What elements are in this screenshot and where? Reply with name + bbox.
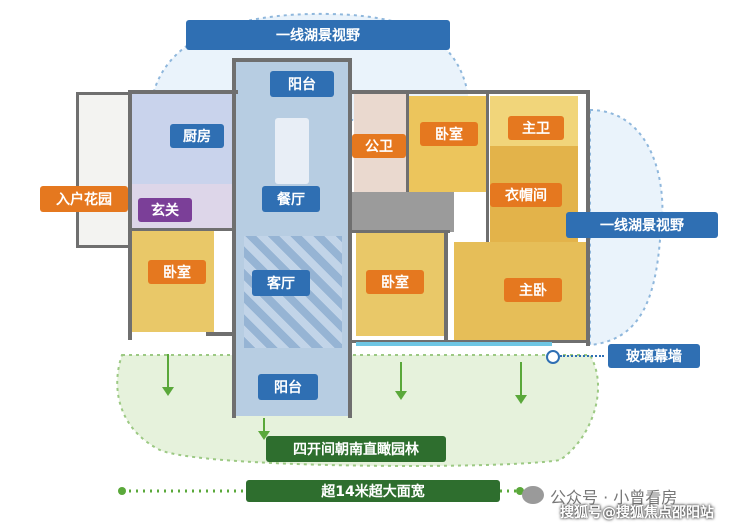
public-bath-label: 公卫 <box>352 134 406 158</box>
corridor-area <box>350 192 454 232</box>
bedroom-mid-label: 卧室 <box>366 270 424 294</box>
down-arrow-3 <box>395 362 407 400</box>
glass-callout-dot <box>546 350 560 364</box>
down-arrow-2 <box>258 418 270 440</box>
dining-table <box>275 118 309 184</box>
bedroom-left-label: 卧室 <box>148 260 206 284</box>
wardrobe-label: 衣帽间 <box>490 183 562 207</box>
living-label: 客厅 <box>252 270 310 296</box>
down-arrow-1 <box>162 354 174 396</box>
master-bath-label: 主卫 <box>508 116 564 140</box>
down-arrow-4 <box>515 362 527 404</box>
glass-curtain-wall-label: 玻璃幕墙 <box>608 344 700 368</box>
master-bedroom-label: 主卧 <box>504 278 562 302</box>
glass-curtain-wall-line <box>356 342 552 346</box>
entry-garden-area <box>76 92 136 248</box>
glass-callout-line <box>560 355 604 357</box>
garden-view-label: 四开间朝南直瞰园林 <box>266 436 446 462</box>
watermark-account: 公众号 · 小曾看房 <box>550 488 678 507</box>
wide-front-label: 超14米超大面宽 <box>246 480 500 502</box>
lake-view-right-label: 一线湖景视野 <box>566 212 718 238</box>
lake-view-top-label: 一线湖景视野 <box>186 20 450 50</box>
entry-garden-label: 入户花园 <box>40 186 128 212</box>
balcony-bottom-label: 阳台 <box>258 374 318 400</box>
bedroom-top-label: 卧室 <box>420 122 478 146</box>
watermark-sohu: 搜狐号@搜狐焦点邵阳站 <box>560 505 714 521</box>
dining-label: 餐厅 <box>262 186 320 212</box>
balcony-top-label: 阳台 <box>270 71 334 97</box>
kitchen-label: 厨房 <box>170 124 224 148</box>
foyer-label: 玄关 <box>138 198 192 222</box>
wechat-icon <box>522 486 544 504</box>
